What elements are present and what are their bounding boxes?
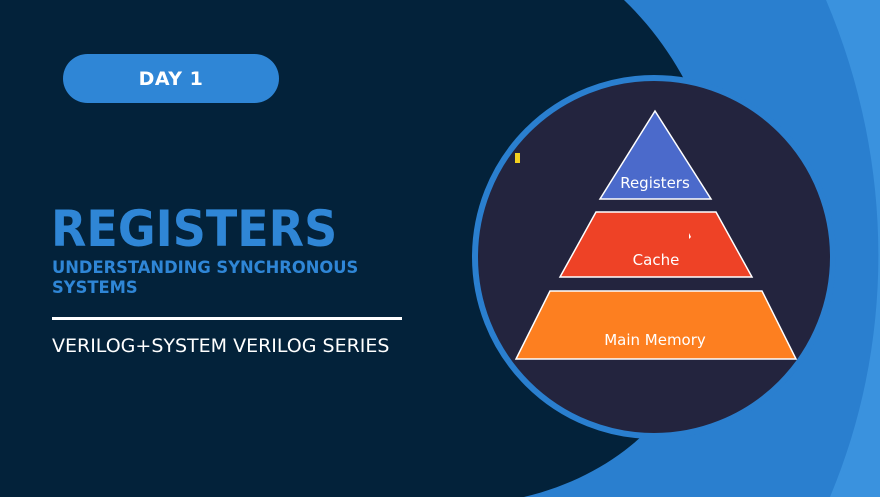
pyramid-label-registers: Registers [620,174,690,192]
series-title: VERILOG+SYSTEM VERILOG SERIES [52,335,390,357]
mouse-cursor-icon [689,233,691,239]
page-title: REGISTERS [51,200,338,258]
accent-shape-right [826,0,880,497]
pyramid-label-main-memory: Main Memory [604,331,706,349]
pyramid-level-registers [598,109,713,200]
divider-line [52,317,402,320]
pyramid-level-main-memory [514,290,798,360]
pyramid-level-cache [558,211,754,278]
day-badge: DAY 1 [63,54,279,103]
page-subtitle: UNDERSTANDING SYNCHRONOUS SYSTEMS [52,258,359,298]
yellow-mark [515,153,520,163]
pyramid-label-cache: Cache [633,251,680,269]
